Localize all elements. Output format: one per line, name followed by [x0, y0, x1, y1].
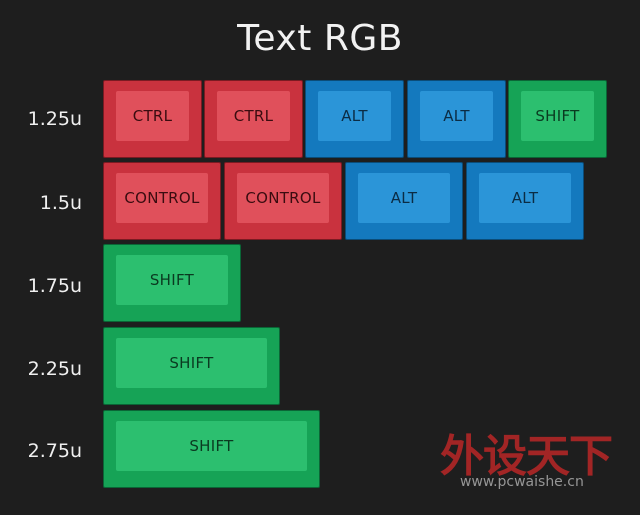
keycap-label: ALT: [358, 173, 450, 223]
keycap-shift: SHIFT: [103, 244, 241, 322]
keycap-label: SHIFT: [116, 421, 307, 471]
keycap-alt: ALT: [466, 162, 584, 240]
keycap-ctrl: CTRL: [204, 80, 303, 158]
keycap-alt: ALT: [305, 80, 404, 158]
row-label-1-75u: 1.75u: [27, 275, 82, 297]
keycap-label: SHIFT: [521, 91, 594, 141]
watermark: 外设天下 www.pcwaishe.cn: [440, 420, 630, 495]
keycap-label: ALT: [420, 91, 493, 141]
keycap-control: CONTROL: [103, 162, 221, 240]
keycap-label: CONTROL: [116, 173, 208, 223]
page-title: Text RGB: [237, 18, 403, 59]
keycap-control: CONTROL: [224, 162, 342, 240]
keycap-alt: ALT: [407, 80, 506, 158]
row-label-1-5u: 1.5u: [39, 192, 82, 214]
keycap-label: CTRL: [116, 91, 189, 141]
row-label-2-25u: 2.25u: [27, 358, 82, 380]
keycap-label: ALT: [318, 91, 391, 141]
keycap-shift: SHIFT: [103, 327, 280, 405]
keycap-ctrl: CTRL: [103, 80, 202, 158]
keycap-label: CTRL: [217, 91, 290, 141]
keycap-label: ALT: [479, 173, 571, 223]
keycap-label: CONTROL: [237, 173, 329, 223]
keycap-alt: ALT: [345, 162, 463, 240]
keycap-label: SHIFT: [116, 255, 228, 305]
watermark-url: www.pcwaishe.cn: [460, 474, 584, 490]
row-label-1-25u: 1.25u: [27, 108, 82, 130]
row-label-2-75u: 2.75u: [27, 440, 82, 462]
keycap-shift: SHIFT: [508, 80, 607, 158]
keycap-label: SHIFT: [116, 338, 267, 388]
keycap-shift: SHIFT: [103, 410, 320, 488]
watermark-title: 外设天下: [440, 431, 613, 482]
